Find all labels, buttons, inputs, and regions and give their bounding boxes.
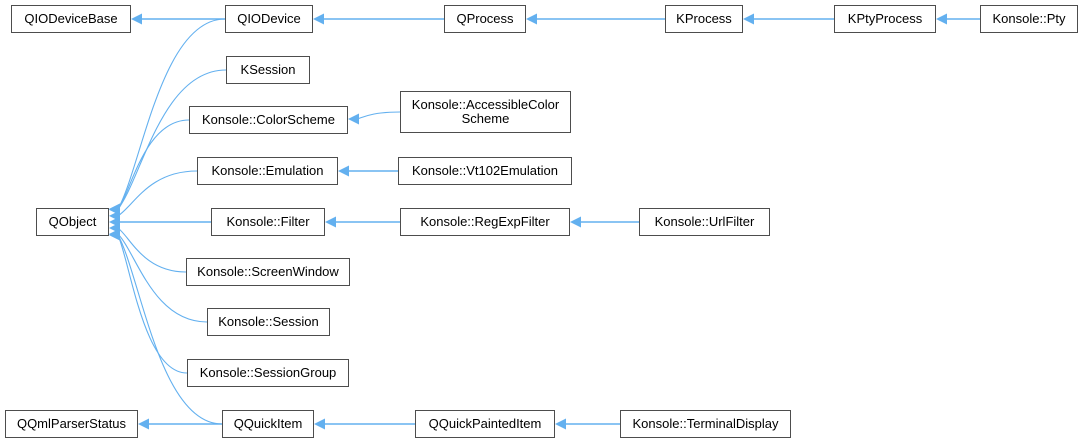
class-node-accessiblecs[interactable]: Konsole::AccessibleColor Scheme bbox=[400, 91, 571, 133]
class-node-screenwindow[interactable]: Konsole::ScreenWindow bbox=[186, 258, 350, 286]
class-node-konsolepty[interactable]: Konsole::Pty bbox=[980, 5, 1078, 33]
inheritance-edge-kprocess-to-qprocess bbox=[526, 13, 665, 25]
edge-line bbox=[356, 111, 401, 120]
inheritance-arrowhead bbox=[109, 216, 120, 228]
inheritance-arrowhead bbox=[131, 13, 142, 25]
class-node-kptyprocess[interactable]: KPtyProcess bbox=[834, 5, 936, 33]
inheritance-arrowhead bbox=[138, 418, 149, 430]
inheritance-edge-urlfilter-to-regexpfilter bbox=[570, 216, 639, 228]
inheritance-arrowhead bbox=[109, 228, 120, 240]
inheritance-arrowhead bbox=[109, 204, 120, 216]
class-node-colorscheme[interactable]: Konsole::ColorScheme bbox=[189, 106, 348, 134]
inheritance-arrowhead bbox=[313, 13, 324, 25]
class-node-session[interactable]: Konsole::Session bbox=[207, 308, 330, 336]
inheritance-arrowhead bbox=[325, 216, 336, 228]
class-node-kprocess[interactable]: KProcess bbox=[665, 5, 743, 33]
inheritance-arrowhead bbox=[109, 229, 120, 241]
inheritance-edge-kptyprocess-to-kprocess bbox=[743, 13, 834, 25]
inheritance-arrowhead bbox=[936, 13, 947, 25]
class-node-sessiongroup[interactable]: Konsole::SessionGroup bbox=[187, 359, 349, 387]
class-node-qqmlparser[interactable]: QQmlParserStatus bbox=[5, 410, 138, 438]
inheritance-arrowhead bbox=[109, 229, 120, 241]
inheritance-edge-colorscheme-to-qobject bbox=[109, 119, 190, 216]
class-node-urlfilter[interactable]: Konsole::UrlFilter bbox=[639, 208, 770, 236]
class-node-qquickitem[interactable]: QQuickItem bbox=[222, 410, 314, 438]
inheritance-edge-konsolepty-to-kptyprocess bbox=[936, 13, 980, 25]
inheritance-edge-qiodevice-to-qiodevicebase bbox=[131, 13, 225, 25]
class-node-qprocess[interactable]: QProcess bbox=[444, 5, 526, 33]
inheritance-arrowhead bbox=[743, 13, 754, 25]
class-node-emulation[interactable]: Konsole::Emulation bbox=[197, 157, 338, 185]
inheritance-arrowhead bbox=[109, 222, 120, 234]
inheritance-edge-qprocess-to-qiodevice bbox=[313, 13, 444, 25]
edge-line bbox=[117, 234, 188, 374]
inheritance-arrowhead bbox=[109, 210, 120, 222]
inheritance-arrowhead bbox=[526, 13, 537, 25]
class-node-qobject[interactable]: QObject bbox=[36, 208, 109, 236]
inheritance-arrowhead bbox=[570, 216, 581, 228]
inheritance-edge-terminaldisplay-to-qquickpainted bbox=[555, 418, 620, 430]
inheritance-edge-accessiblecs-to-colorscheme bbox=[348, 111, 401, 125]
class-node-qiodevice[interactable]: QIODevice bbox=[225, 5, 313, 33]
inheritance-edge-regexpfilter-to-filter bbox=[325, 216, 400, 228]
class-node-qquickpainted[interactable]: QQuickPaintedItem bbox=[415, 410, 555, 438]
edge-line bbox=[117, 69, 227, 210]
inheritance-arrowhead bbox=[555, 418, 566, 430]
class-node-qiodevicebase[interactable]: QIODeviceBase bbox=[11, 5, 131, 33]
inheritance-edge-sessiongroup-to-qobject bbox=[109, 229, 188, 374]
inheritance-edge-ksession-to-qobject bbox=[109, 69, 227, 215]
class-node-vt102[interactable]: Konsole::Vt102Emulation bbox=[398, 157, 572, 185]
inheritance-edge-qquickitem-to-qqmlparser bbox=[138, 418, 222, 430]
inheritance-arrowhead bbox=[109, 203, 120, 215]
edge-line bbox=[117, 119, 190, 211]
class-node-ksession[interactable]: KSession bbox=[226, 56, 310, 84]
class-node-filter[interactable]: Konsole::Filter bbox=[211, 208, 325, 236]
inheritance-arrowhead bbox=[109, 203, 120, 215]
inheritance-arrowhead bbox=[314, 418, 325, 430]
inheritance-edge-screenwindow-to-qobject bbox=[109, 222, 187, 273]
class-node-terminaldisplay[interactable]: Konsole::TerminalDisplay bbox=[620, 410, 791, 438]
inheritance-edge-emulation-to-qobject bbox=[109, 170, 198, 222]
class-node-regexpfilter[interactable]: Konsole::RegExpFilter bbox=[400, 208, 570, 236]
inheritance-edge-filter-to-qobject bbox=[109, 216, 211, 228]
inheritance-edge-qquickpainted-to-qquickitem bbox=[314, 418, 415, 430]
inheritance-arrowhead bbox=[348, 113, 359, 125]
inheritance-arrowhead bbox=[338, 165, 349, 177]
edge-line bbox=[117, 170, 198, 217]
inheritance-edge-vt102-to-emulation bbox=[338, 165, 398, 177]
edge-line bbox=[117, 227, 187, 273]
